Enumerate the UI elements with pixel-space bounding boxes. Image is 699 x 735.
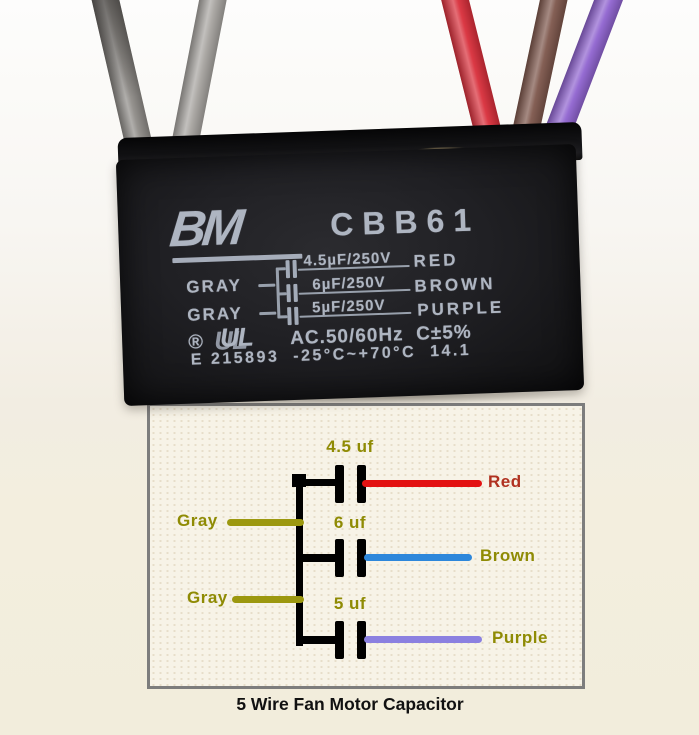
gray-wire-label-1: Gray [177,511,218,530]
cap1-plate-right [357,465,366,503]
label-cap1-plate-right [292,259,298,278]
gray-stub-line-2 [232,596,304,603]
label-cap2-plate-right [293,283,298,302]
label-gray-dash-1 [258,283,276,288]
cap3-plate-right [357,621,366,659]
red-wire-line [362,480,482,487]
label-cap3-plate-right [294,306,299,325]
capacitor-front-face: BM CBB61 4.5µF/250V RED GRAY 6µF/250V [115,144,585,406]
connector-bottom [296,636,340,644]
label-bracket-elbow-3 [277,315,288,319]
cap1-value-label: 4.5 uf [326,437,374,456]
cap2-plate-right [357,539,366,577]
label-row2-value: 6µF/250V [312,273,386,294]
label-row2-left: GRAY [185,275,243,297]
connector-middle [296,554,340,562]
brown-wire-label: Brown [480,546,536,565]
purple-wire-label: Purple [492,628,548,647]
label-cap1-plate-left [285,260,291,279]
label-row1-value: 4.5µF/250V [303,249,392,270]
connector-top [296,479,340,486]
wiring-diagram-box: 4.5 uf 6 uf 5 uf Red Brown Purple Gray G… [147,403,585,689]
label-cap2-plate-left [286,284,291,303]
label-row1-wire: RED [413,250,459,271]
gray-wire-label-2: Gray [187,588,228,607]
label-gray-dash-2 [259,311,277,316]
capacitor-photo: BM CBB61 4.5µF/250V RED GRAY 6µF/250V [0,0,699,403]
label-row2-wire: BROWN [414,273,496,296]
red-wire-label: Red [488,472,522,491]
label-cap3-plate-left [287,307,292,326]
model-number: CBB61 [329,201,481,243]
label-row3-value: 5µF/250V [311,296,386,317]
label-row3-wire: PURPLE [416,297,505,320]
figure-caption: 5 Wire Fan Motor Capacitor [236,694,464,714]
brand-logo: BM [167,198,243,258]
cap2-plate-left [335,539,344,577]
label-bracket-elbow-1 [276,267,286,271]
cap1-plate-left [335,465,344,503]
gray-stub-line-1 [227,519,304,526]
cap3-plate-left [335,621,344,659]
label-bracket-elbow-2 [277,292,287,296]
cap3-value-label: 5 uf [333,594,367,613]
purple-wire-line [364,636,482,643]
cap2-value-label: 6 uf [333,513,367,532]
brown-wire-line [364,554,472,561]
